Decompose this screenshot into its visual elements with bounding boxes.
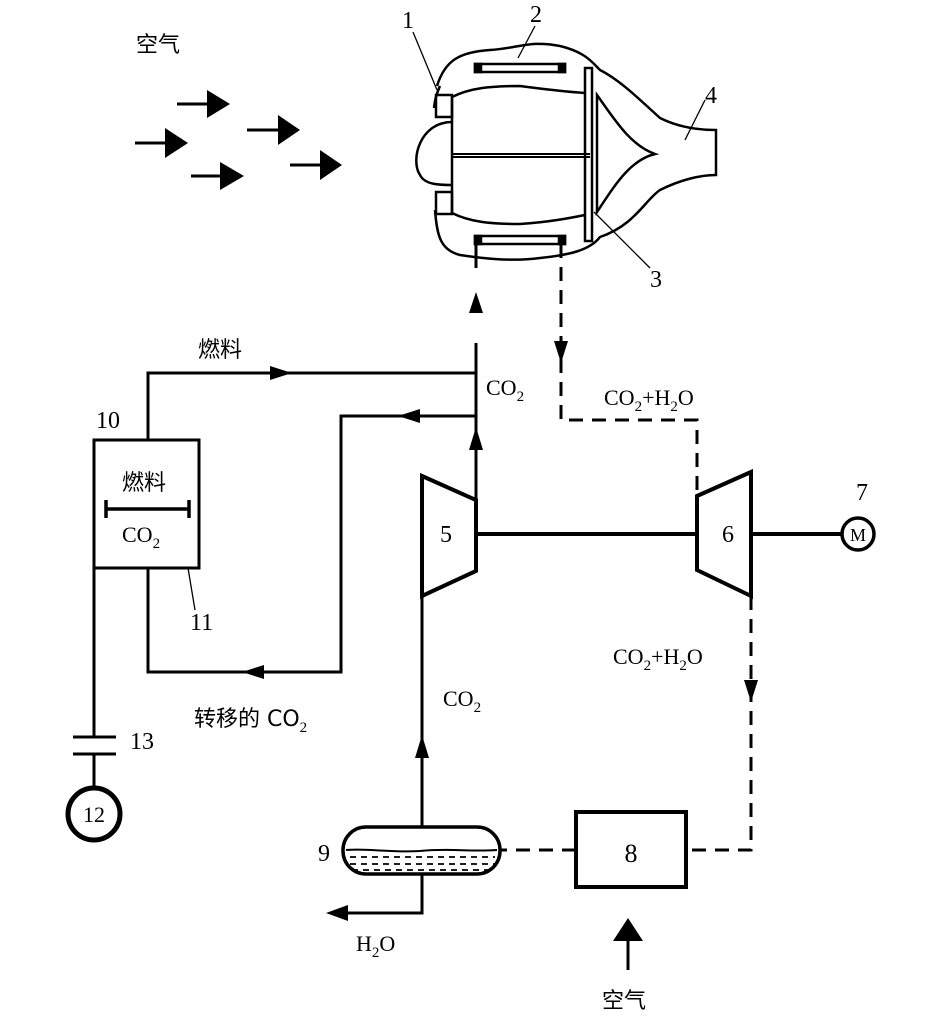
label-10: 10 [96,408,120,434]
liquid-hatching [350,856,495,871]
arrow-left-icon [398,409,420,423]
label-9: 9 [318,841,330,867]
arrow-up-icon [469,292,483,313]
air-label-bottom: 空气 [602,989,646,1014]
fuel-label: 燃料 [198,338,242,363]
arrow-up-icon [613,918,643,941]
injector-1-bottom [434,190,454,216]
piston-11 [104,500,191,518]
tank-co2-label: CO2 [122,522,160,552]
arrow-down-icon [744,680,758,702]
arrow-down-icon [554,341,568,363]
water-out-line [345,874,424,915]
tank-fuel-label: 燃料 [122,471,166,496]
exhaust-cone [595,91,660,217]
injector-1-top [434,93,454,119]
label-5: 5 [440,522,452,548]
engine-assembly [415,42,718,261]
arrow-left-icon [242,665,264,679]
engine-casing [433,42,718,261]
water-label: H2O [356,931,395,961]
exhaust-to-8-line [686,596,753,852]
hx-end [557,234,567,246]
label-7: 7 [856,480,868,506]
combustor-inner-top [451,84,586,99]
transferred-co2-label: 转移的 CO2 [194,707,307,736]
motor-symbol: M [850,525,866,545]
fuel-line [146,371,476,440]
label-6: 6 [722,522,734,548]
motor-7 [840,516,876,552]
turbine-disc [583,66,594,243]
co2-riser-label: CO2 [486,375,524,405]
arrow-up-icon [469,427,483,450]
label-1: 1 [402,8,414,34]
heat-exchanger-bottom [473,234,567,246]
air-arrow-icon [191,162,244,190]
generator-12 [65,785,123,843]
air-arrow-icon [135,128,188,158]
air-arrow-icon [177,90,230,118]
arrow-left-icon [326,905,348,921]
label-2: 2 [530,2,542,28]
label-12: 12 [83,802,105,827]
arrow-up-icon [415,735,429,758]
compressor-5 [420,472,478,600]
hx-end [557,62,567,74]
air-arrow-icon [290,150,342,180]
transferred-co2-line [146,414,476,674]
arrow-right-icon [270,366,292,380]
label-13: 13 [130,729,154,755]
liquid-level [345,848,498,853]
capacitor-13 [73,568,116,786]
hx-end [473,62,483,74]
injector-lead [432,85,442,109]
hx-end [473,234,483,246]
air-label-top: 空气 [136,33,180,58]
air-arrow-icon [247,115,300,145]
combustor-inner-bottom [451,211,586,226]
heat-exchanger-top [473,62,567,74]
exhaust-mid-label: CO2+H2O [613,644,703,674]
label-8: 8 [625,839,638,868]
co2-lower-label: CO2 [443,686,481,716]
exhaust-line [559,244,699,498]
inlet-dome [415,120,453,187]
label-11: 11 [190,610,213,636]
fuel-tank-10 [92,438,201,570]
exhaust-top-label: CO2+H2O [604,385,694,415]
air-arrows [135,90,342,190]
label-3: 3 [650,267,662,293]
label-4: 4 [705,83,717,109]
